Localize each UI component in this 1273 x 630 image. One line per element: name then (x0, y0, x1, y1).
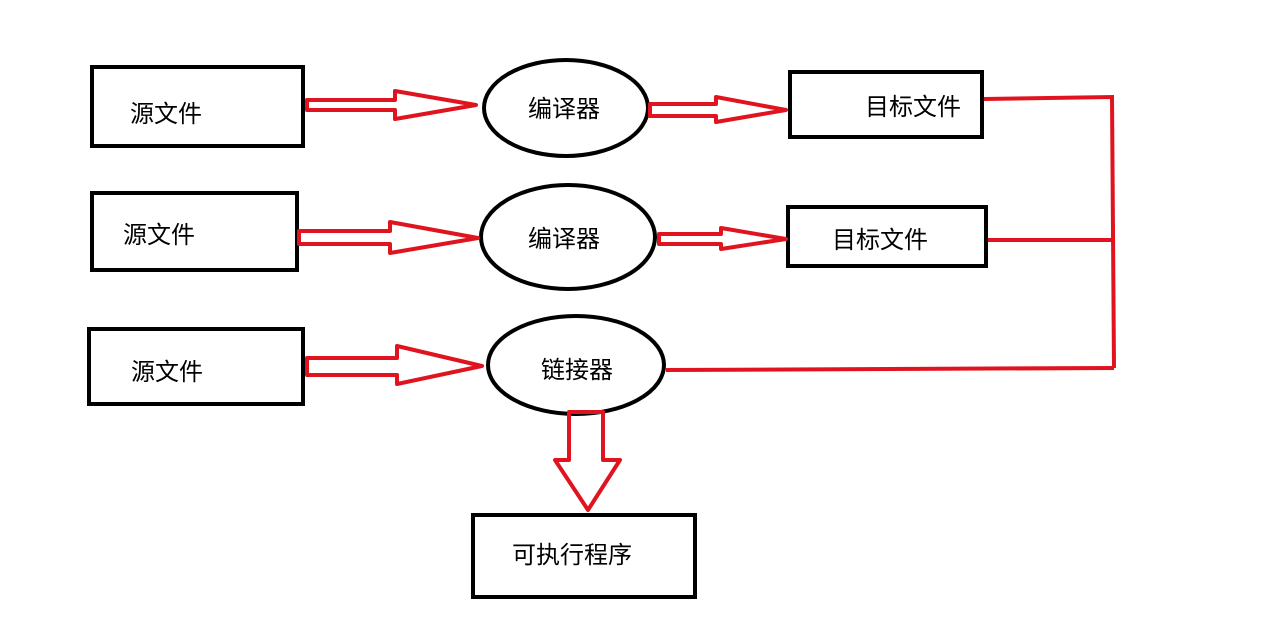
compiler-label-1: 编译器 (528, 95, 600, 123)
compiler-label-2: 编译器 (528, 225, 600, 253)
object-file-label-1: 目标文件 (865, 93, 961, 121)
object-file-box-1 (788, 70, 984, 139)
source-file-label-2: 源文件 (123, 221, 195, 249)
executable-box (471, 513, 697, 599)
connector-to-linker (665, 366, 1115, 372)
object-file-box-2 (786, 205, 988, 268)
source-file-label-3: 源文件 (131, 358, 203, 386)
compiler-ellipse-2 (479, 183, 657, 291)
arrow-compiler2-to-object2 (657, 226, 788, 251)
source-file-box-1 (90, 65, 305, 148)
linker-label: 链接器 (541, 356, 613, 384)
arrow-source2-to-compiler2 (297, 220, 480, 255)
arrow-source1-to-compiler1 (305, 89, 478, 121)
executable-label: 可执行程序 (512, 541, 632, 569)
arrow-compiler1-to-object1 (648, 95, 788, 124)
arrow-source3-to-linker (305, 344, 484, 386)
object-file-label-2: 目标文件 (832, 226, 928, 254)
arrow-linker-to-executable (553, 410, 622, 512)
connector-object1 (983, 94, 1116, 369)
source-file-box-3 (87, 327, 305, 406)
source-file-label-1: 源文件 (130, 100, 202, 128)
